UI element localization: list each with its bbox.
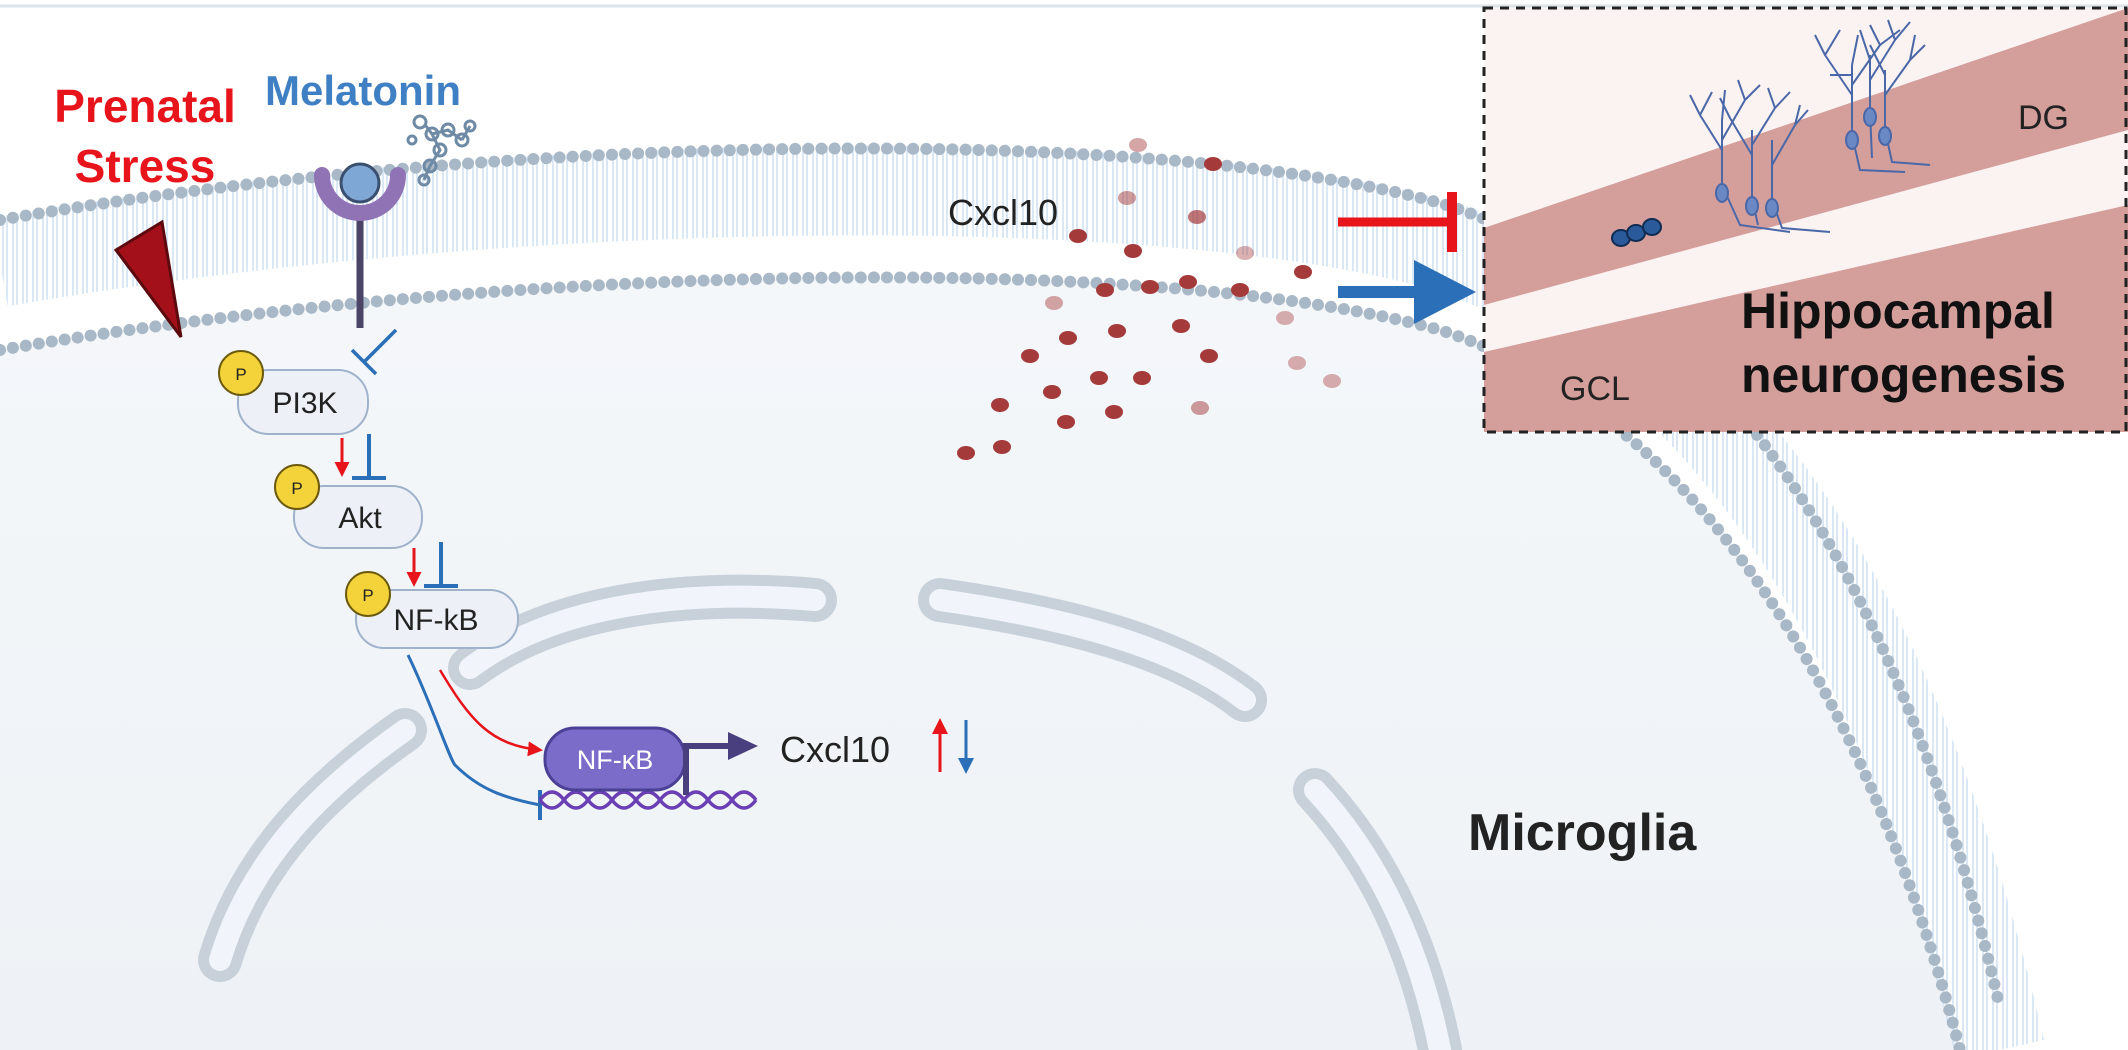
cxcl10-secreted-label: Cxcl10 — [948, 192, 1058, 233]
phospho-badge-pi3k: P — [218, 350, 264, 396]
inhibit-neurogenesis-arrow — [1338, 192, 1457, 252]
inhibit-pi3k-akt — [352, 434, 386, 480]
inset-dashed-border — [1482, 6, 2128, 434]
inhibit-akt-nfkb — [424, 542, 458, 588]
dna-helix-icon — [538, 790, 758, 810]
nuclear-envelope — [198, 574, 1462, 1050]
nfkb-translocation-inhibit — [406, 654, 541, 807]
gcl-band — [1484, 205, 2128, 432]
dg-label: DG — [2018, 99, 2069, 137]
progenitor-cells-icon — [1611, 218, 1662, 247]
melatonin-label: Melatonin — [265, 67, 461, 114]
nfkb-nuclear-node: NF-κB — [543, 726, 687, 792]
svg-text:P: P — [362, 586, 373, 605]
microglia-cell-body — [0, 277, 1960, 1050]
cxcl10-gene-label: Cxcl10 — [780, 729, 890, 770]
prenatal-stress-wedge-icon — [113, 219, 183, 338]
cell-membrane — [0, 142, 2044, 1050]
svg-text:Akt: Akt — [338, 502, 382, 535]
svg-text:P: P — [235, 365, 246, 384]
inhibit-receptor-pi3k — [350, 328, 398, 376]
microglia-label: Microglia — [1468, 804, 1697, 862]
svg-text:P: P — [291, 479, 302, 498]
neuron-cluster-right-icon — [1814, 19, 1931, 173]
svg-text:NF-kB: NF-kB — [394, 604, 479, 637]
cxcl10-down-arrow-icon — [958, 720, 974, 774]
gcl-label: GCL — [1560, 370, 1630, 408]
pi3k-node: PI3K — [237, 369, 369, 435]
akt-node: Akt — [293, 485, 423, 549]
melatonin-molecule-icon — [406, 114, 477, 187]
phospho-badge-nfkb: P — [345, 571, 391, 617]
svg-text:PI3K: PI3K — [272, 387, 337, 420]
hippocampus-inset: DG GCL Hippocampal neurogenesis — [1482, 6, 2128, 434]
promote-neurogenesis-arrow — [1338, 260, 1476, 324]
prenatal-stress-label-line1: Prenatal — [54, 80, 236, 132]
phospho-badge-akt: P — [274, 464, 320, 510]
nfkb-cytoplasm-node: NF-kB — [355, 589, 519, 649]
neuron-cluster-left-icon — [1689, 79, 1831, 233]
prenatal-stress-label-line2: Stress — [75, 140, 216, 192]
svg-text:NF-κB: NF-κB — [577, 745, 654, 775]
nfkb-translocation-arrow — [438, 669, 543, 757]
melatonin-receptor-icon — [314, 162, 406, 328]
transcription-arrow-icon — [683, 732, 758, 795]
cxcl10-up-arrow-icon — [932, 718, 948, 772]
cxcl10-secreted-particles — [957, 138, 1341, 460]
hippocampal-label: Hippocampal — [1741, 283, 2055, 339]
neurogenesis-label: neurogenesis — [1741, 347, 2066, 403]
